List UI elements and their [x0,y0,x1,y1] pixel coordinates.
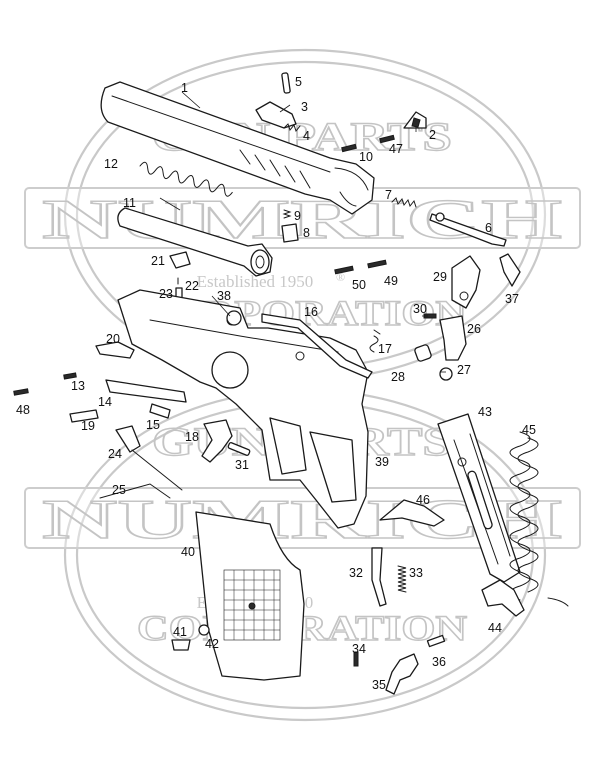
label-part-48: 48 [16,403,30,417]
label-part-45: 45 [522,423,536,437]
label-part-39: 39 [375,455,389,469]
part-hammer [451,253,521,309]
label-part-10: 10 [359,150,373,164]
label-part-32: 32 [349,566,363,580]
part-number-labels: 1 2 3 4 5 6 7 8 9 10 11 12 13 14 15 16 1… [16,75,536,692]
label-part-33: 33 [409,566,423,580]
label-part-3: 3 [301,100,308,114]
label-part-28: 28 [391,370,405,384]
label-part-23: 23 [159,287,173,301]
label-part-50: 50 [352,278,366,292]
label-part-44: 44 [488,621,502,635]
label-part-41: 41 [173,625,187,639]
label-part-16: 16 [304,305,318,319]
label-part-8: 8 [303,226,310,240]
watermark-registered-upper: ® [336,270,345,284]
part-grip-panel [195,511,305,681]
watermark-established-upper: Established 1950 [197,272,314,291]
label-part-7: 7 [385,188,392,202]
part-trigger-group [99,419,251,499]
label-part-18: 18 [185,430,199,444]
label-part-26: 26 [467,322,481,336]
label-part-1: 1 [181,81,188,95]
part-7-6 [391,197,507,247]
label-part-27: 27 [457,363,471,377]
part-44 [481,579,525,617]
part-9-8 [281,209,299,243]
label-part-30: 30 [413,302,427,316]
label-part-29: 29 [433,270,447,284]
label-part-46: 46 [416,493,430,507]
label-part-15: 15 [146,418,160,432]
label-part-21: 21 [151,254,165,268]
part-extractor [255,101,297,129]
part-46 [379,499,445,527]
part-slide [100,81,375,215]
label-part-42: 42 [205,637,219,651]
part-spring-4 [283,123,301,133]
label-part-34: 34 [352,642,366,656]
part-30-26-28-27 [414,313,467,381]
label-part-12: 12 [104,157,118,171]
label-part-43: 43 [478,405,492,419]
label-part-14: 14 [98,395,112,409]
part-lower-small-parts [353,547,446,695]
label-part-25: 25 [112,483,126,497]
part-16-17 [261,313,381,379]
label-part-19: 19 [81,419,95,433]
part-recoil-spring [139,161,233,197]
leader-lines [159,91,446,373]
part-41-42 [171,624,210,651]
label-part-4: 4 [303,129,310,143]
label-part-5: 5 [295,75,302,89]
label-part-17: 17 [378,342,392,356]
part-pins-10-47 [341,134,395,153]
part-magazine [437,413,521,583]
part-barrel [117,207,273,277]
label-part-6: 6 [485,221,492,235]
part-left-small-parts [13,341,187,423]
part-pins-50-49 [334,259,387,275]
label-part-24: 24 [108,447,122,461]
part-front-sight [403,111,427,129]
label-part-35: 35 [372,678,386,692]
label-part-36: 36 [432,655,446,669]
label-part-47: 47 [389,142,403,156]
label-part-22: 22 [185,279,199,293]
label-part-11: 11 [123,196,136,210]
label-part-31: 31 [235,458,249,472]
label-part-20: 20 [106,332,120,346]
label-part-49: 49 [384,274,398,288]
watermark-band-lower [24,487,581,549]
part-pin-5 [281,72,291,94]
part-mag-spring [509,431,569,607]
label-part-2: 2 [429,128,436,142]
part-38 [226,310,242,326]
part-frame [117,289,369,529]
label-part-37: 37 [505,292,519,306]
label-part-38: 38 [217,289,231,303]
label-part-40: 40 [181,545,195,559]
label-part-9: 9 [294,209,301,223]
label-part-13: 13 [71,379,85,393]
